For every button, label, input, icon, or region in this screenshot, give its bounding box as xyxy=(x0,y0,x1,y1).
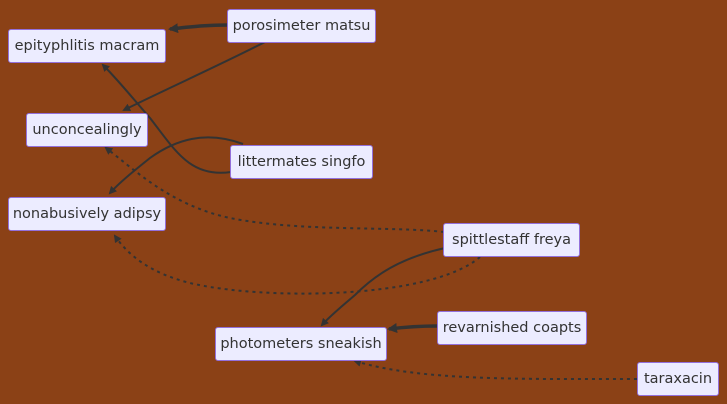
edge-spittlestaff-to-photometers xyxy=(320,247,446,327)
node-littermates-singfo[interactable]: littermates singfo xyxy=(230,145,373,179)
edge-revarnished-to-photometers xyxy=(387,323,438,333)
node-spittlestaff-freya[interactable]: spittlestaff freya xyxy=(443,223,580,257)
node-epityphlitis-macram[interactable]: epityphlitis macram xyxy=(8,29,166,63)
edge-littermates-to-epityphlitis xyxy=(101,63,232,174)
edge-littermates-to-nonabusively xyxy=(108,136,244,195)
edge-porosimeter-to-unconcealingly xyxy=(122,41,266,111)
node-revarnished-coapts[interactable]: revarnished coapts xyxy=(437,311,587,345)
node-unconcealingly[interactable]: unconcealingly xyxy=(26,113,148,147)
node-taraxacin[interactable]: taraxacin xyxy=(637,362,719,396)
node-nonabusively-adipsy[interactable]: nonabusively adipsy xyxy=(8,197,166,231)
edge-taraxacin-to-photometers xyxy=(353,358,638,381)
edge-porosimeter-to-epityphlitis xyxy=(168,23,229,34)
node-porosimeter-matsu[interactable]: porosimeter matsu xyxy=(227,9,376,43)
edge-spittlestaff-to-nonabusively xyxy=(113,234,481,295)
node-photometers-sneakish[interactable]: photometers sneakish xyxy=(215,327,387,361)
